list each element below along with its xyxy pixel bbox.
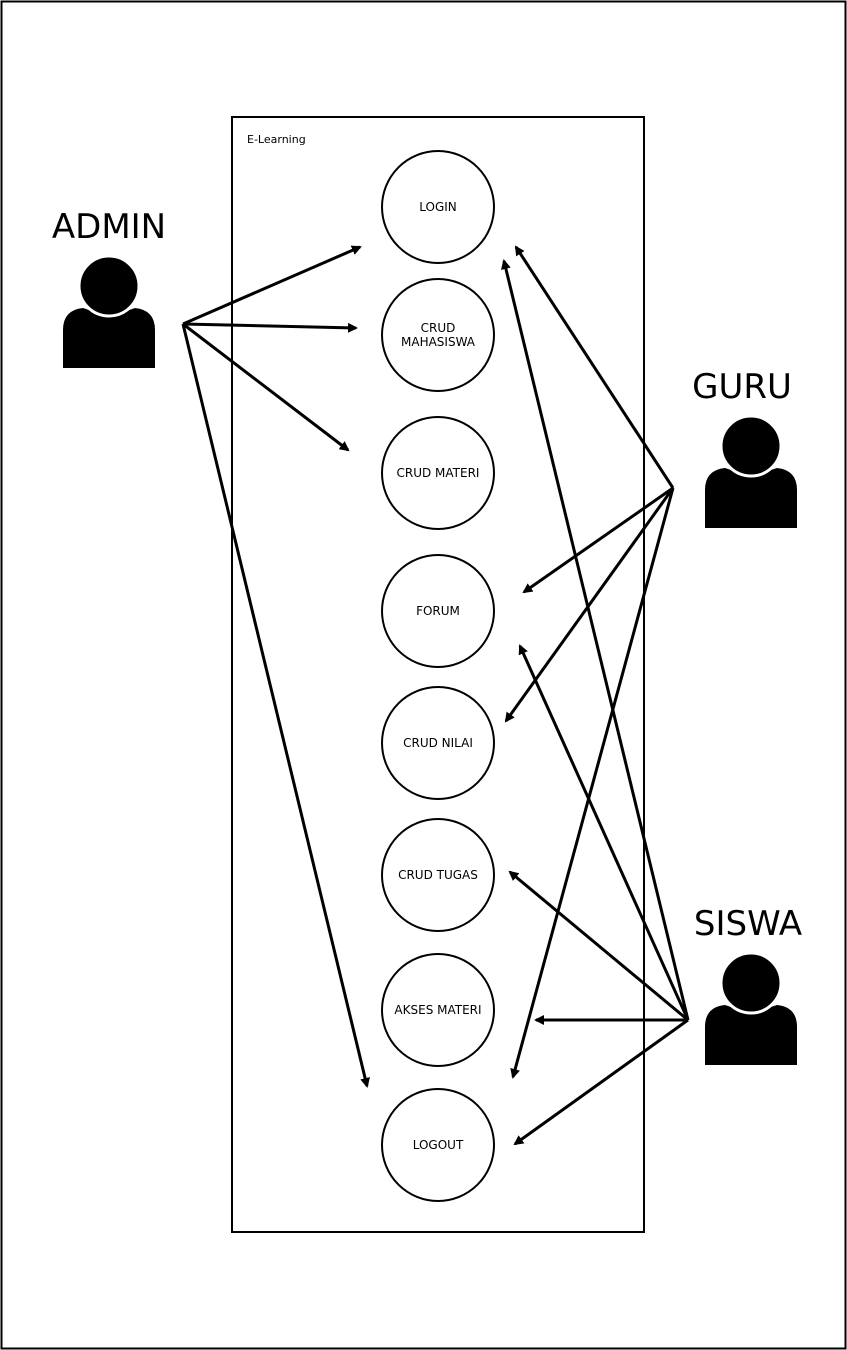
use-case-label: AKSES MATERI	[394, 1003, 481, 1017]
actor-guru: GURU	[692, 367, 797, 528]
association-admin-to-login	[182, 245, 362, 326]
association-siswa-to-forum	[518, 644, 690, 1021]
use-case-label: CRUD	[421, 321, 456, 335]
user-head-shape	[719, 951, 783, 1015]
association-guru-to-crud-nilai	[504, 487, 675, 723]
use-case-crud-nilai[interactable]: CRUD NILAI	[381, 686, 495, 800]
association-siswa-to-crud-tugas	[508, 870, 689, 1022]
association-admin-to-crud-materi	[182, 322, 350, 452]
use-case-ellipse	[381, 818, 495, 932]
use-case-label: FORUM	[416, 604, 460, 618]
actors: ADMIN GURU SISWA	[52, 207, 802, 1065]
use-case-ellipse	[381, 278, 495, 392]
use-case-ellipse	[381, 150, 495, 264]
actor-label: GURU	[692, 367, 792, 407]
use-case-akses-materi[interactable]: AKSES MATERI	[381, 953, 495, 1067]
use-case-label: MAHASISWA	[401, 335, 476, 349]
associations	[181, 245, 690, 1146]
use-case-ellipse	[381, 554, 495, 668]
use-case-label: LOGOUT	[413, 1138, 464, 1152]
user-icon	[705, 951, 797, 1065]
association-guru-to-login	[514, 245, 675, 489]
use-case-label: CRUD TUGAS	[398, 868, 478, 882]
use-case-ellipse	[381, 416, 495, 530]
user-body-shape	[705, 468, 797, 528]
system-boundary-label: E-Learning	[247, 133, 306, 146]
association-guru-to-logout	[510, 487, 675, 1079]
use-case-crud-materi[interactable]: CRUD MATERI	[381, 416, 495, 530]
user-body-shape	[705, 1005, 797, 1065]
user-body-shape	[63, 308, 155, 368]
association-admin-to-crud-mahasiswa	[182, 322, 358, 333]
user-head-shape	[719, 414, 783, 478]
system-boundary-box	[231, 116, 645, 1233]
use-case-login[interactable]: LOGIN	[381, 150, 495, 264]
association-guru-to-forum	[522, 486, 674, 594]
use-case-ellipse	[381, 686, 495, 800]
system-boundary: E-Learning	[231, 116, 645, 1233]
user-icon	[63, 254, 155, 368]
user-head-shape	[77, 254, 141, 318]
association-siswa-to-logout	[513, 1018, 689, 1146]
actor-siswa: SISWA	[694, 904, 802, 1065]
association-admin-to-logout	[181, 323, 370, 1088]
actor-label: SISWA	[694, 904, 802, 944]
use-case-forum[interactable]: FORUM	[381, 554, 495, 668]
use-case-label: CRUD NILAI	[403, 736, 473, 750]
use-case-ellipse	[381, 1088, 495, 1202]
user-icon	[705, 414, 797, 528]
use-case-logout[interactable]: LOGOUT	[381, 1088, 495, 1202]
use-case-ellipse	[381, 953, 495, 1067]
actor-label: ADMIN	[52, 207, 166, 247]
use-case-label: LOGIN	[419, 200, 457, 214]
association-siswa-to-login	[501, 259, 690, 1021]
use-case-crud-tugas[interactable]: CRUD TUGAS	[381, 818, 495, 932]
actor-admin: ADMIN	[52, 207, 166, 368]
use-case-label: CRUD MATERI	[397, 466, 480, 480]
